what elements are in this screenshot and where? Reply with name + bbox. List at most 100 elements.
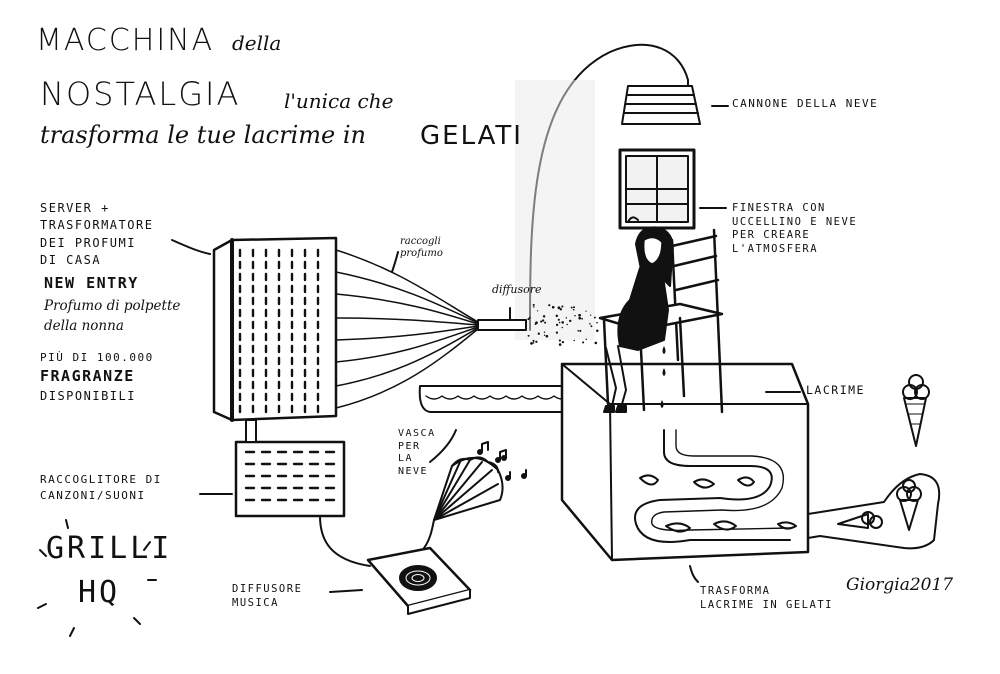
spray-dot xyxy=(532,342,535,344)
spray-dot xyxy=(533,306,535,308)
spray-dot xyxy=(558,339,561,342)
gelato-cone-big xyxy=(896,479,922,531)
grilli-rays xyxy=(37,519,157,637)
spray-dot xyxy=(579,329,582,332)
label-fragranze: FRAGRANZE xyxy=(40,367,135,385)
sad-girl xyxy=(603,226,674,413)
spray-dot xyxy=(558,343,562,346)
title-trasforma: trasforma le tue lacrime in xyxy=(40,121,366,149)
spray-dot xyxy=(573,339,575,342)
spray-dot xyxy=(532,303,535,306)
spray-dot xyxy=(578,313,581,317)
perfume-tubes xyxy=(335,249,479,409)
spray-dot xyxy=(551,305,555,309)
label-new-entry: NEW ENTRY xyxy=(44,274,139,292)
label-raccogli-profumo: raccogli profumo xyxy=(400,236,443,259)
spray-dot xyxy=(528,316,531,319)
spray-dot xyxy=(570,306,573,309)
label-new-entry-desc: Profumo di polpette della nonna xyxy=(44,298,181,335)
trasforma-arrow xyxy=(689,565,699,583)
music-speaker xyxy=(366,546,472,615)
spray-dot xyxy=(534,323,537,326)
sound-horn xyxy=(433,456,504,521)
title-gelati: GELATI xyxy=(420,121,523,151)
spray-dot xyxy=(573,306,575,309)
spray-dot xyxy=(566,323,568,326)
gelato-pipe xyxy=(807,473,941,550)
window-with-bird xyxy=(618,148,696,230)
label-diffusore-musica: DIFFUSORE MUSICA xyxy=(232,583,303,610)
spray-dot xyxy=(561,326,563,329)
spray-dot xyxy=(581,317,583,320)
title-lunica-che: l'unica che xyxy=(284,89,394,113)
spray-dot xyxy=(589,323,591,325)
spray-dot xyxy=(555,323,559,327)
tear-serpentine xyxy=(634,429,791,543)
spray-dot xyxy=(530,342,533,345)
spray-dot xyxy=(561,305,564,308)
spray-dot xyxy=(590,325,593,328)
spray-dot xyxy=(527,334,530,337)
spray-dot xyxy=(543,334,546,336)
spray-dot xyxy=(558,321,561,324)
label-hq: HQ xyxy=(78,575,121,610)
label-server: SERVER + TRASFORMATORE DEI PROFUMI DI CA… xyxy=(40,201,154,268)
spray-dot xyxy=(574,315,576,317)
spray-dot xyxy=(568,319,572,323)
sound-collector xyxy=(234,419,346,518)
snow-cannon xyxy=(621,79,701,125)
spray-dot xyxy=(532,339,535,342)
perfume-arrow xyxy=(391,251,399,273)
spray-dot xyxy=(596,329,599,332)
spray-dot xyxy=(572,308,575,311)
speaker-arrow xyxy=(329,589,363,593)
spray-dot xyxy=(582,341,585,344)
spray-dot xyxy=(540,320,543,323)
tear-drops xyxy=(660,318,666,408)
spray-dot xyxy=(541,319,545,322)
spray-dot xyxy=(535,340,538,343)
spray-dot xyxy=(555,331,559,334)
speaker-cable xyxy=(319,515,371,567)
spray-dot xyxy=(578,316,582,320)
tub-arrow xyxy=(429,429,457,463)
diffuser-nozzle xyxy=(477,307,527,331)
label-vasca: VASCA PER LA NEVE xyxy=(398,428,436,477)
spray-dot xyxy=(537,310,539,312)
spray-dot xyxy=(585,310,587,312)
spray-dot xyxy=(559,308,563,311)
server-windows xyxy=(238,248,320,414)
server-arrow xyxy=(171,239,211,255)
spray-dot xyxy=(545,334,549,338)
spray-dot xyxy=(557,318,560,321)
label-trasforma: TRASFORMA LACRIME IN GELATI xyxy=(700,585,833,612)
spray-dot xyxy=(565,317,568,319)
label-piu-di: PIÙ DI 100.000 xyxy=(40,351,154,364)
label-diffusore: diffusore xyxy=(492,283,542,296)
spray-dot xyxy=(537,332,540,335)
label-grilli: GRILLI xyxy=(46,531,173,566)
collector-slots xyxy=(244,450,336,502)
fan-cable xyxy=(423,519,435,549)
spray-dot xyxy=(557,306,561,310)
spray-dot xyxy=(544,321,547,324)
title-nostalgia: NOSTALGIA xyxy=(40,75,241,113)
label-disponibili: DISPONIBILI xyxy=(40,389,136,403)
music-notes xyxy=(477,441,527,481)
snow-tub xyxy=(418,385,571,413)
spray-dot xyxy=(527,318,530,321)
spray-dot xyxy=(561,340,565,344)
spray-dot xyxy=(593,316,596,319)
spray-dot xyxy=(594,341,598,345)
snow-mist xyxy=(515,80,595,340)
spray-dot xyxy=(561,321,564,324)
spray-dot xyxy=(543,331,546,333)
spray-dot xyxy=(590,314,592,316)
label-cannone: CANNONE DELLA NEVE xyxy=(732,97,879,110)
spray-dot xyxy=(542,315,546,318)
label-raccoglitore: RACCOGLITORE DI CANZONI/SUONI xyxy=(40,473,162,502)
perfume-spray xyxy=(527,303,599,346)
spray-dot xyxy=(555,314,559,318)
